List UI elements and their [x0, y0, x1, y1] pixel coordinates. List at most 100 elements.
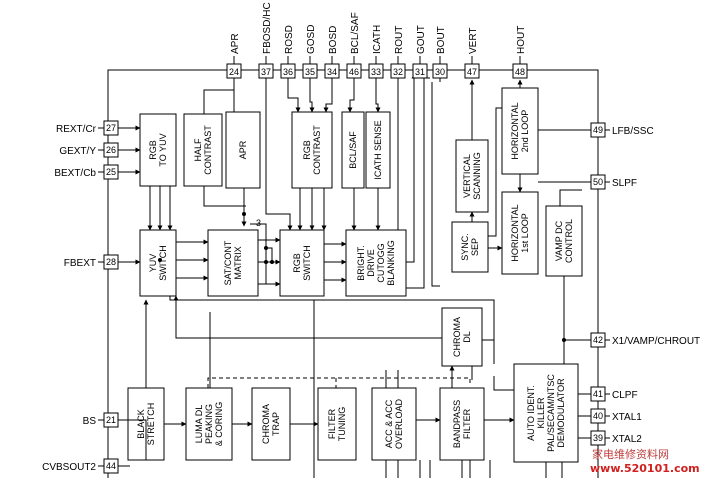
top-pin-47: 47 VERT: [464, 28, 480, 79]
pin-number: 49: [593, 125, 603, 135]
pin-label: BOSD: [328, 26, 339, 54]
pin-label: XTAL1: [612, 412, 642, 423]
text-black-stretch: BLACKSTRETCH: [136, 403, 156, 446]
text-luma-dl: LUMA DLPEAKING& CORING: [194, 402, 224, 447]
top-pin-37: 37 FBOSD/HC: [258, 2, 274, 79]
text-acc-overload: ACC & ACCOVERLOAD: [384, 398, 404, 449]
pin-label: ROSD: [284, 25, 295, 54]
pin-number: 32: [393, 67, 403, 77]
text-chroma-trap: CHROMATRAP: [261, 404, 281, 444]
pin-number: 21: [106, 415, 116, 425]
block-bcl-saf: [341, 111, 365, 189]
pin-label: FBEXT: [64, 258, 96, 269]
matrix-ref-label: 3: [256, 218, 261, 228]
pin-label: VERT: [468, 28, 479, 55]
text-vamp-dc-control: VAMP DCCONTROL: [554, 219, 574, 263]
text-horizontal-1st-loop: HORIZONTAL1st LOOP: [510, 204, 530, 261]
text-chroma-dl: CHROMADL: [452, 317, 472, 357]
top-pin-33: 33 ICATH: [368, 25, 384, 79]
left-pin-25: 25 BEXT/Cb: [54, 164, 119, 180]
left-pin-44: 44 CVBSOUT2: [42, 458, 119, 474]
pin-label: XTAL2: [612, 434, 642, 445]
block-acc-overload: [371, 387, 417, 461]
top-pin-36: 36 ROSD: [280, 25, 296, 79]
text-half-contrast: HALFCONTRAST: [193, 125, 213, 175]
text-icath-sense: ICATH SENSE: [373, 120, 383, 179]
pin-number: 50: [593, 177, 603, 187]
block-apr: [225, 111, 261, 189]
pin-number: 46: [349, 67, 359, 77]
top-pin-48: 48 HOUT: [512, 26, 528, 79]
pin-number: 41: [593, 389, 603, 399]
top-pin-24: 24 APR: [226, 33, 242, 79]
pin-label: BEXT/Cb: [54, 168, 96, 179]
text-yuv-switch: YUVSWITCH: [148, 245, 168, 281]
pin-label: LFB/SSC: [612, 126, 654, 137]
pin-number: 47: [467, 67, 477, 77]
pin-number: 30: [435, 67, 445, 77]
pin-label: GOSD: [306, 25, 317, 54]
pin-label: GEXT/Y: [59, 146, 96, 157]
pin-label: BCL/SAF: [350, 12, 361, 54]
pin-number: 39: [593, 433, 603, 443]
pin-label: BS: [83, 416, 97, 427]
block-sync-sep: [451, 221, 489, 273]
pin-number: 48: [515, 67, 525, 77]
text-bandpass-filter: BANDPASSFILTER: [452, 400, 472, 448]
pin-number: 36: [283, 67, 293, 77]
text-rgb-switch: RGBSWITCH: [292, 245, 312, 281]
pin-number: 24: [229, 67, 239, 77]
pin-label: APR: [230, 33, 241, 54]
right-pin-40: 40 XTAL1: [590, 408, 642, 424]
pin-label: SLPF: [612, 178, 637, 189]
pin-number: 44: [106, 461, 116, 471]
pin-number: 33: [371, 67, 381, 77]
pin-label: REXT/Cr: [56, 124, 97, 135]
left-pin-28: 28 FBEXT: [64, 254, 119, 270]
pin-number: 28: [106, 257, 116, 267]
pin-label: HOUT: [516, 26, 527, 54]
top-pin-46: 46 BCL/SAF: [346, 12, 362, 79]
pin-label: ROUT: [394, 26, 405, 54]
text-bcl-saf: BCL/SAF: [348, 131, 358, 169]
pin-label: X1/VAMP/CHROUT: [612, 336, 700, 347]
pin-number: 40: [593, 411, 603, 421]
text-sync-sep: SYNC.SEP: [460, 233, 480, 261]
text-filter-tuning: FILTERTUNING: [327, 407, 347, 442]
watermark-line1: 家电维修资料网: [592, 447, 669, 461]
left-pin-27: 27 REXT/Cr: [56, 120, 119, 136]
pin-number: 34: [327, 67, 337, 77]
top-pin-30: 30 BOUT: [432, 26, 448, 79]
watermark-line2: www.520101.com: [590, 462, 700, 475]
text-sat-cont-matrix: SAT/CONTMATRIX: [223, 240, 243, 285]
text-bright-drive: BRIGHT.DRIVECUTOGGBLANKING: [356, 240, 396, 286]
pin-label: ICATH: [372, 25, 383, 54]
pin-number: 27: [106, 123, 116, 133]
left-pin-21: 21 BS: [83, 412, 119, 428]
text-rgb-contrast: RGBCONTRAST: [302, 125, 322, 175]
right-pin-49: 49 LFB/SSC: [590, 122, 654, 138]
pin-number: 37: [261, 67, 271, 77]
pin-number: 31: [415, 67, 425, 77]
tuning-bus-dashed: [207, 377, 471, 388]
top-pin-35: 35 GOSD: [302, 25, 318, 79]
pin-label: BOUT: [436, 26, 447, 54]
top-pin-34: 34 BOSD: [324, 26, 340, 79]
pin-number: 25: [106, 167, 116, 177]
block-sat-cont-matrix: [207, 229, 259, 297]
top-pin-32: 32 ROUT: [390, 26, 406, 79]
text-horizontal-2nd-loop: HORIZONTAL2nd LOOP: [510, 102, 530, 159]
text-rgb-to-yuv: RGBTO YUV: [148, 133, 168, 166]
right-pin-39: 39 XTAL2: [590, 430, 642, 446]
pin-label: CVBSOUT2: [42, 462, 96, 473]
pin-number: 35: [305, 67, 315, 77]
pin-label: FBOSD/HC: [262, 2, 273, 54]
block-half-contrast: [183, 113, 223, 187]
right-pin-50: 50 SLPF: [590, 174, 637, 190]
text-vertical-scanning: VERTICALSCANNING: [462, 152, 482, 200]
